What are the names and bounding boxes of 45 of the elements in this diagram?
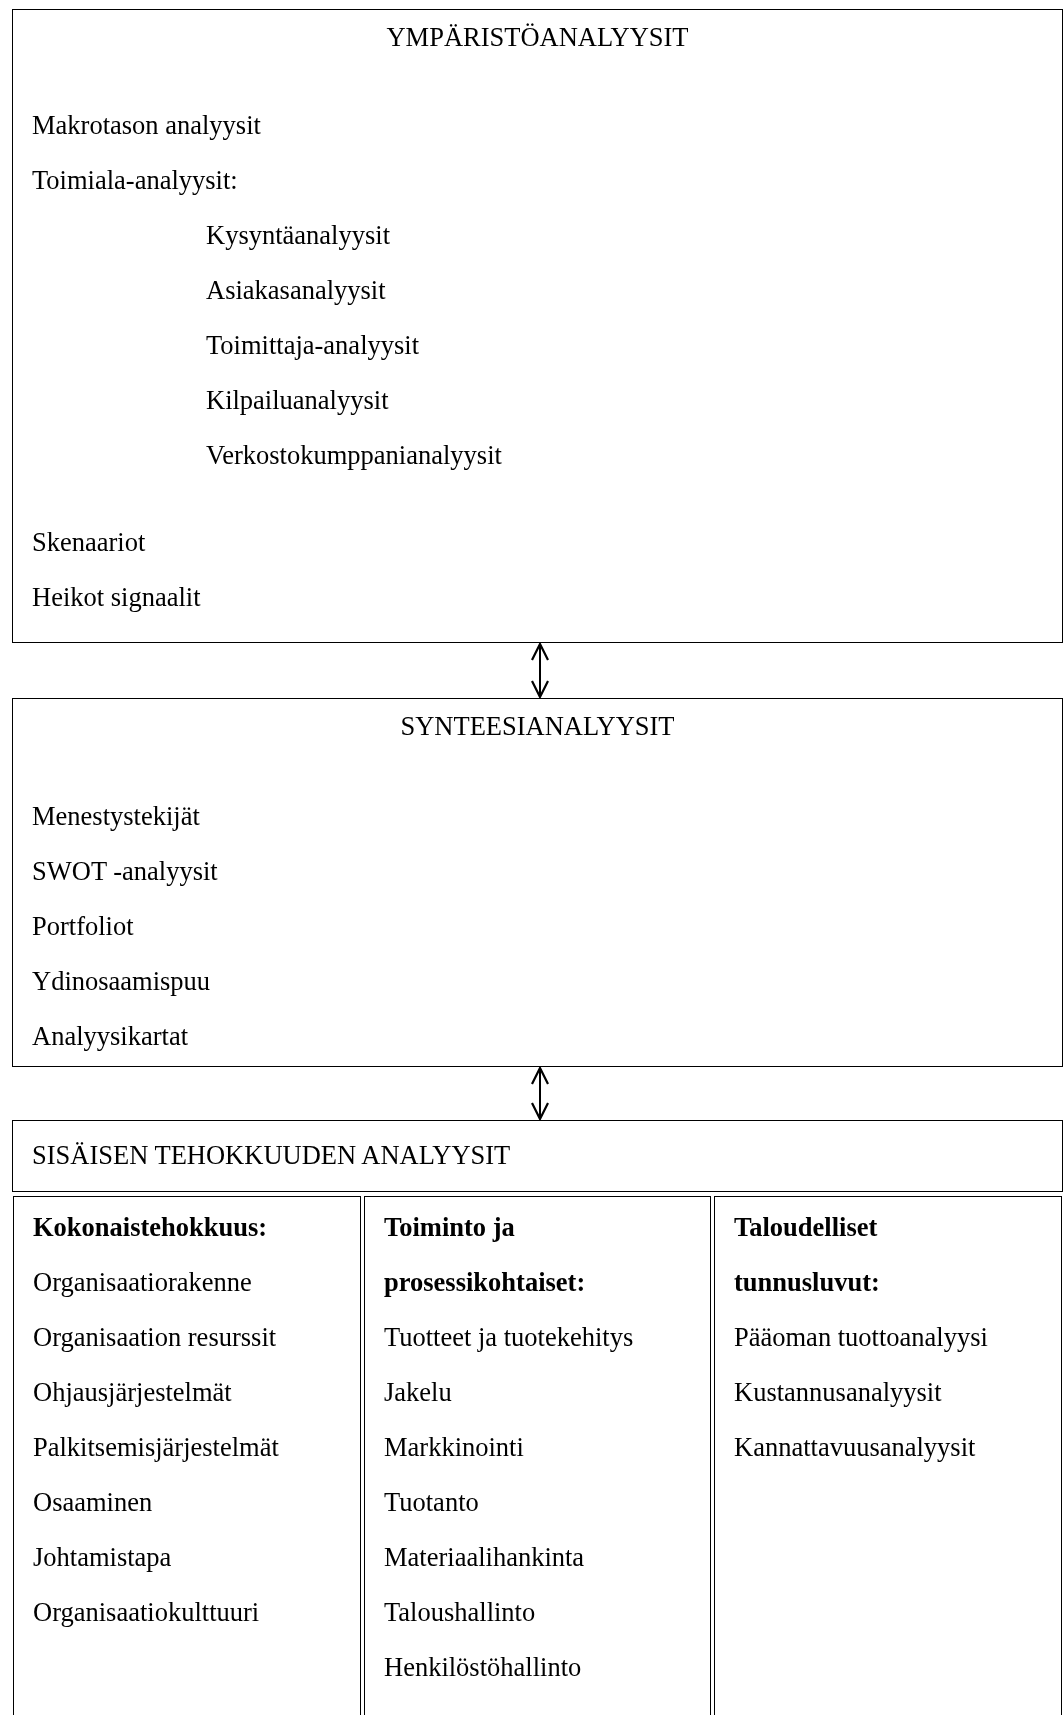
list-item: Kustannusanalyysit	[734, 1376, 943, 1409]
section-header-box	[12, 1120, 1063, 1192]
list-item: Kannattavuusanalyysit	[734, 1431, 977, 1464]
list-item: Kilpailuanalyysit	[206, 384, 390, 417]
list-item: Verkostokumppanianalyysit	[206, 439, 503, 472]
column-heading: Kokonaistehokkuus:	[33, 1211, 269, 1244]
list-item: Menestystekijät	[32, 800, 201, 833]
section-box	[12, 9, 1063, 643]
list-item: Toimittaja-analyysit	[206, 329, 421, 362]
section-box	[12, 698, 1063, 1067]
list-item: Heikot signaalit	[32, 581, 202, 614]
column-heading: Toiminto ja prosessikohtaiset:	[384, 1211, 587, 1299]
list-item: Henkilöstöhallinto	[384, 1651, 583, 1684]
list-item: Osaaminen	[33, 1486, 154, 1519]
list-item: Materiaalihankinta	[384, 1541, 586, 1574]
list-item: Asiakasanalyysit	[206, 274, 387, 307]
list-item: Palkitsemisjärjestelmät	[33, 1431, 280, 1464]
section-title: SYNTEESIANALYYSIT	[399, 710, 676, 743]
list-item: Ydinosaamispuu	[32, 965, 212, 998]
list-item: Johtamistapa	[33, 1541, 173, 1574]
list-item: Organisaation resurssit	[33, 1321, 278, 1354]
list-item: Skenaariot	[32, 526, 147, 559]
column-box	[714, 1196, 1062, 1715]
list-item: Analyysikartat	[32, 1020, 189, 1053]
section-title: SISÄISEN TEHOKKUUDEN ANALYYSIT	[32, 1139, 512, 1172]
list-item: Tuotteet ja tuotekehitys	[384, 1321, 635, 1354]
list-item: Pääoman tuottoanalyysi	[734, 1321, 989, 1354]
list-item: Organisaatiorakenne	[33, 1266, 253, 1299]
list-item: Organisaatiokulttuuri	[33, 1596, 261, 1629]
double-arrow	[530, 642, 550, 699]
column-box	[364, 1196, 711, 1715]
list-item: Ohjausjärjestelmät	[33, 1376, 233, 1409]
column-heading: Taloudelliset tunnusluvut:	[734, 1211, 881, 1299]
list-item: Makrotason analyysit	[32, 109, 262, 142]
list-item: Jakelu	[384, 1376, 453, 1409]
section-title: YMPÄRISTÖANALYYSIT	[385, 21, 690, 54]
column-box	[13, 1196, 361, 1715]
list-item: Taloushallinto	[384, 1596, 537, 1629]
list-item: Toimiala-analyysit:	[32, 164, 239, 197]
list-item: Portfoliot	[32, 910, 135, 943]
list-item: Markkinointi	[384, 1431, 525, 1464]
double-arrow	[530, 1066, 550, 1121]
list-item: SWOT -analyysit	[32, 855, 219, 888]
list-item: Tuotanto	[384, 1486, 480, 1519]
list-item: Kysyntäanalyysit	[206, 219, 391, 252]
